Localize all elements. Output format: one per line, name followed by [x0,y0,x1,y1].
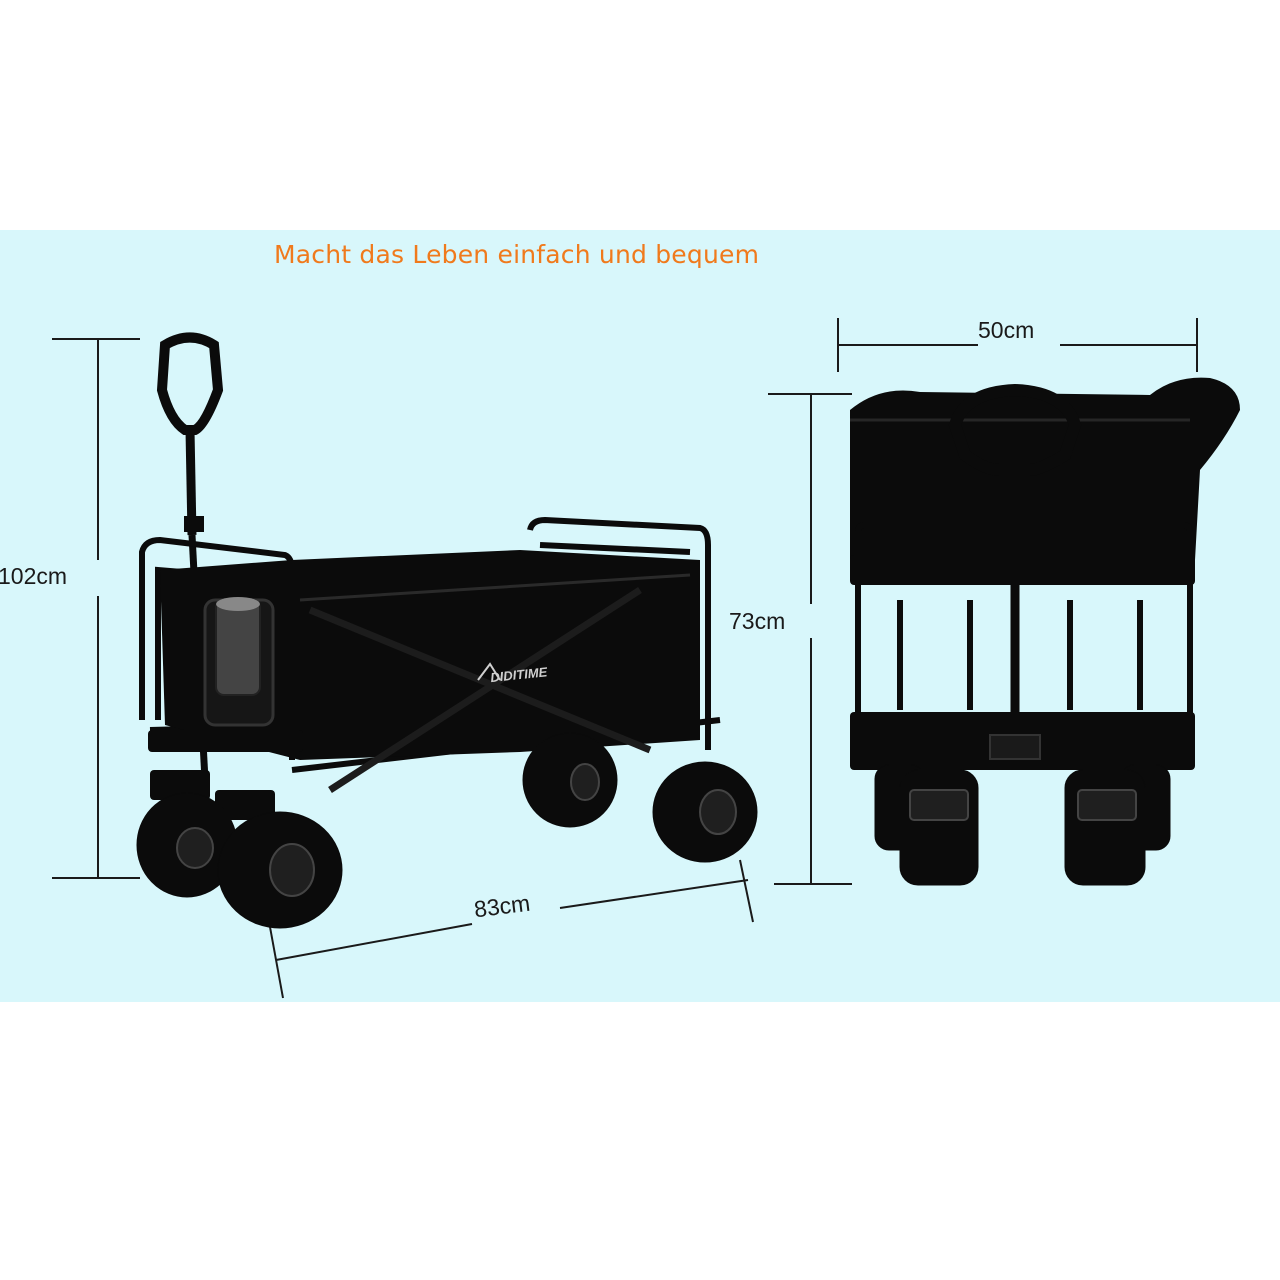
dimension-label-height-total: 102cm [0,563,68,589]
dimension-label-height-body: 73cm [729,608,786,634]
dimension-line-width [837,318,1198,372]
front-handle-grip [948,383,1082,476]
wagon-side-view: DIDITIME [136,332,758,929]
dimension-line-height-left [52,338,140,879]
wheel-rear-right [652,761,758,863]
dimension-line-height-right [768,393,852,885]
wheel-front-left [136,792,238,898]
dimension-line-length [269,859,754,999]
can [215,599,261,696]
front-view-wheel-left [874,764,979,886]
dimension-label-width: 50cm [978,317,1035,343]
brand-logo: DIDITIME [490,664,549,685]
fabric-bin [160,550,700,760]
wheel-front-right [217,811,343,929]
handle-grip [156,332,224,435]
wagon-front-view [850,377,1240,886]
brand-logo-mark [477,662,501,681]
front-view-wheel-right [1064,764,1171,886]
tagline: Macht das Leben einfach und bequem [274,240,760,269]
wheel-rear-left [522,732,618,828]
